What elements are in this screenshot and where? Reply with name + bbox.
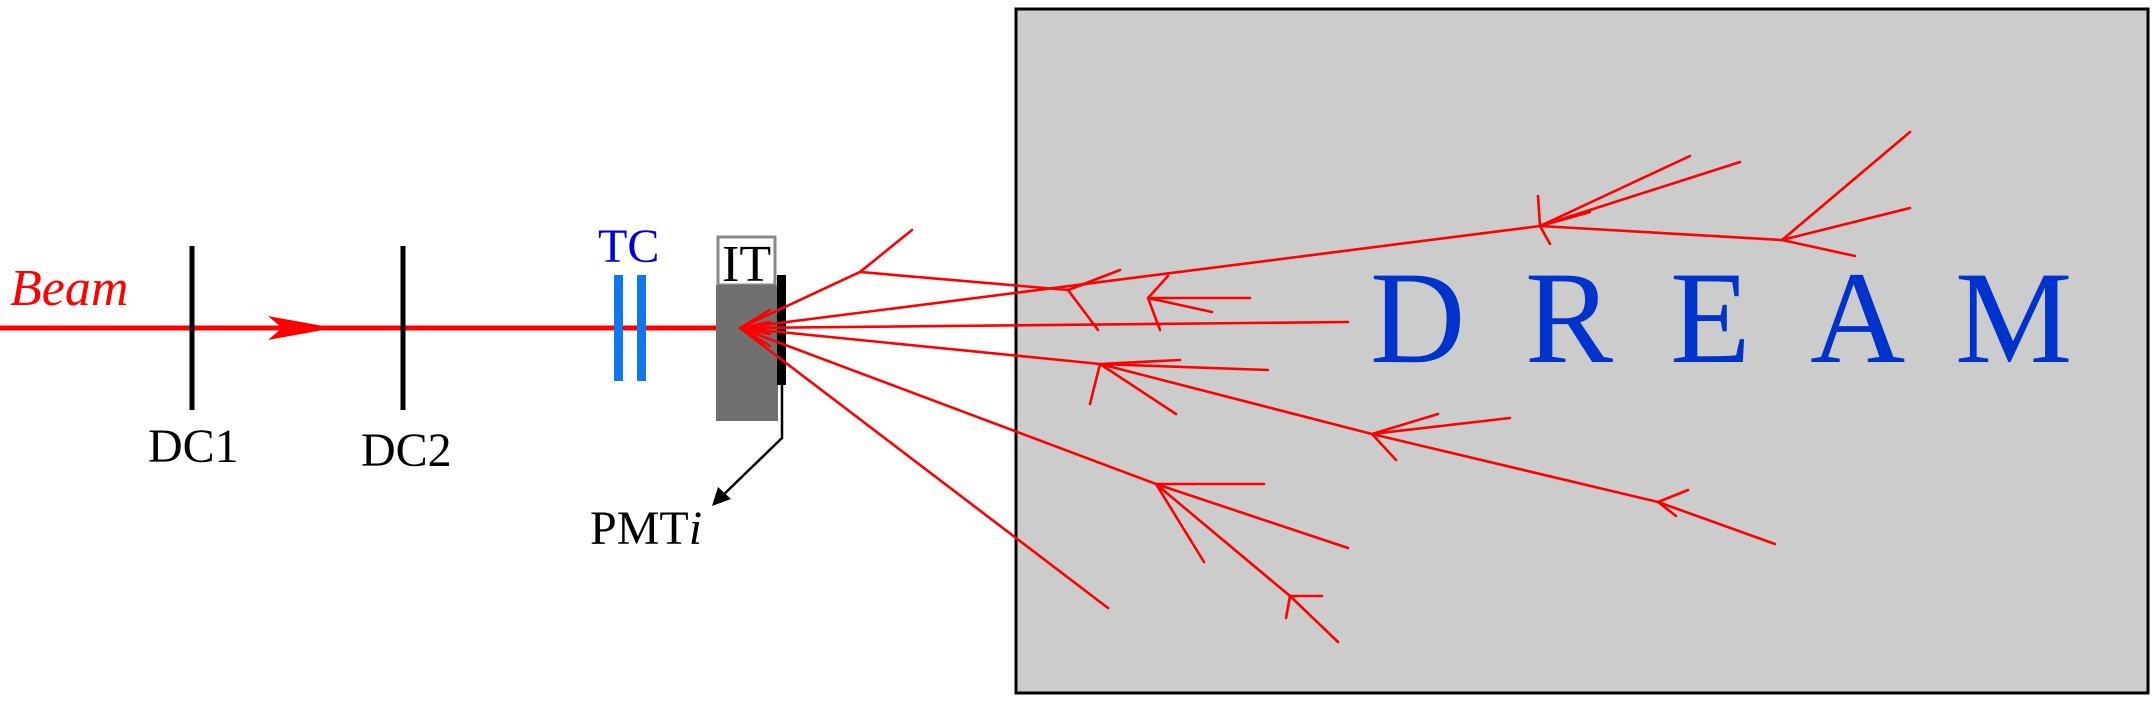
shower-track-3 — [738, 274, 1350, 332]
dream-letter-r: R — [1525, 244, 1613, 391]
dc2-label: DC2 — [361, 424, 452, 477]
it-label-frame — [716, 235, 777, 287]
tc-counter-1 — [614, 275, 623, 381]
dream-letter-d: D — [1370, 244, 1465, 391]
shower-track-5 — [738, 326, 1350, 644]
tc-label: TC — [598, 220, 659, 273]
dream-label: D R E A M — [1370, 244, 2072, 391]
dream-letter-m: M — [1955, 244, 2072, 391]
beam-label: Beam — [10, 260, 128, 317]
dream-letter-a: A — [1810, 244, 1905, 391]
interaction-target — [716, 285, 778, 421]
pmt-leader-line — [715, 385, 784, 503]
pmt-arrow-icon — [712, 487, 731, 506]
dream-calorimeter-box — [1014, 7, 2150, 695]
dream-letter-e: E — [1670, 244, 1751, 391]
shower-track-1 — [738, 130, 1912, 330]
shower-tracks — [738, 130, 1912, 644]
beam-arrow-icon — [268, 316, 334, 340]
dc1-label: DC1 — [148, 420, 239, 473]
pmt-label: PMTi — [590, 502, 702, 555]
shower-track-6 — [738, 326, 1110, 610]
shower-arrow-head — [738, 308, 772, 348]
shower-track-4 — [738, 326, 1777, 546]
tc-counter-2 — [637, 275, 646, 381]
it-label: IT — [722, 236, 771, 293]
shower-track-2 — [738, 228, 1122, 332]
pmt-plate — [777, 275, 786, 385]
